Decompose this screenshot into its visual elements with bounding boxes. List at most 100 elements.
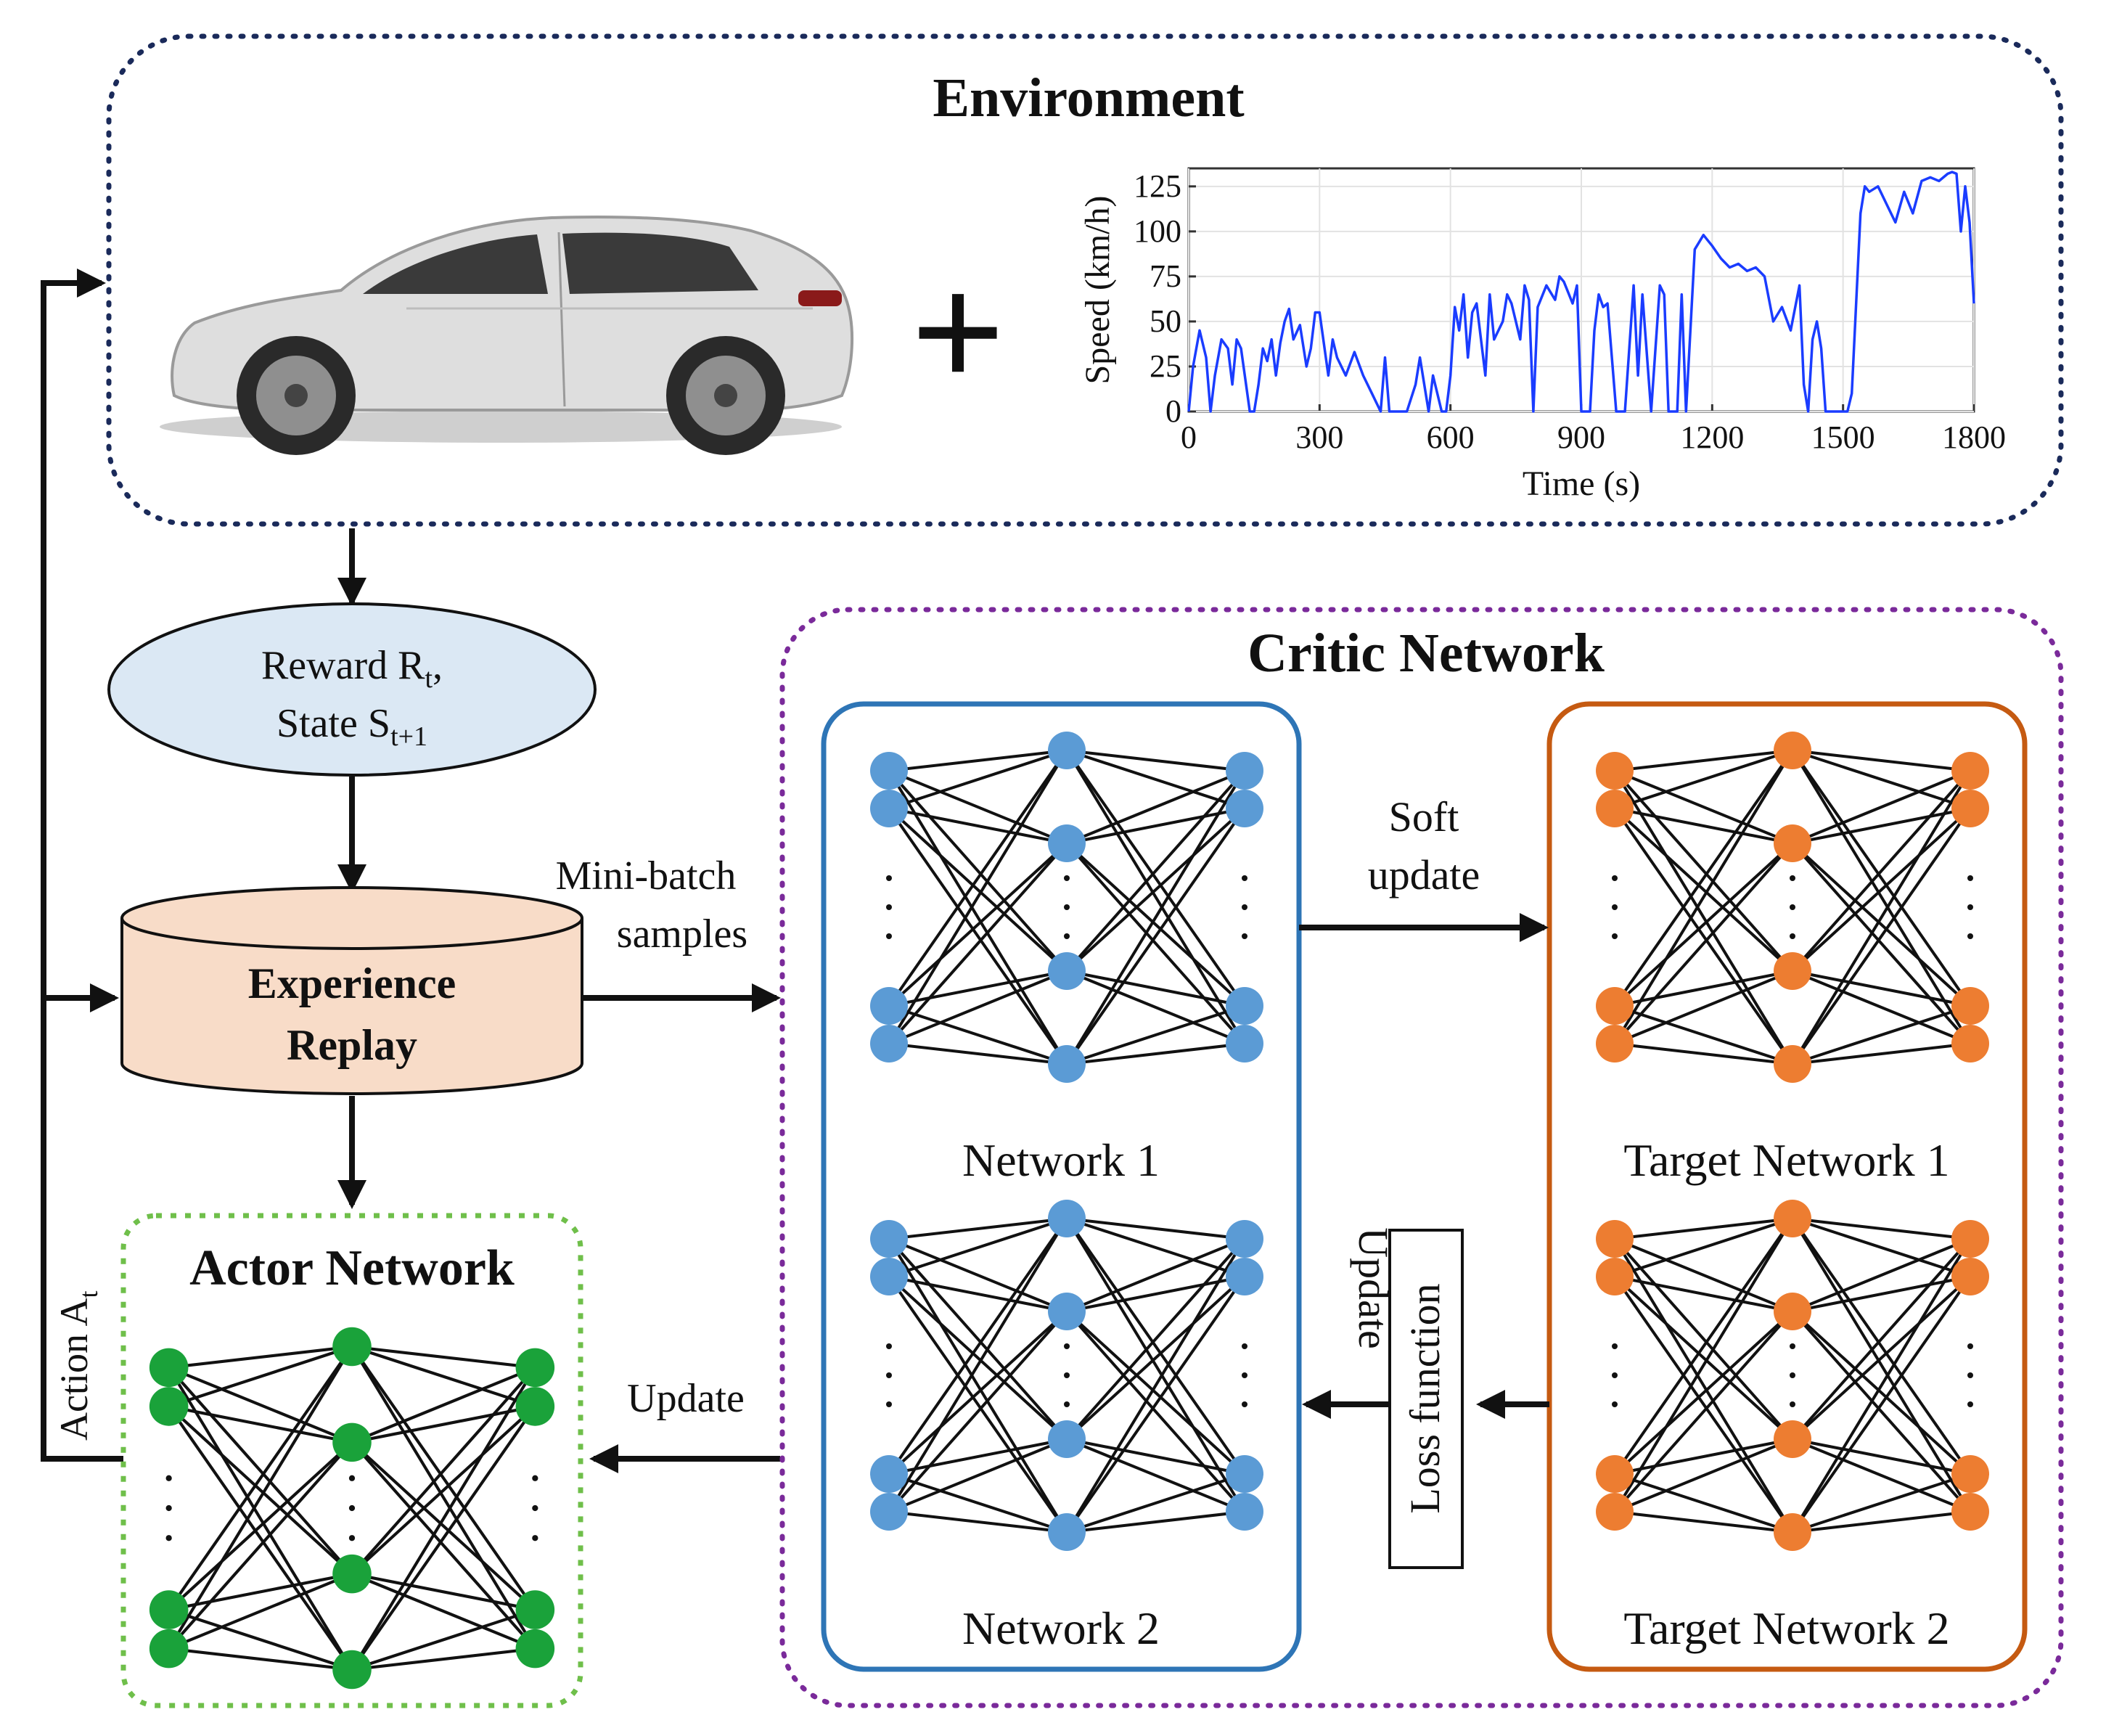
nn-node <box>870 752 908 790</box>
loss-function-box <box>1388 1229 1464 1569</box>
nn-edge <box>168 1405 353 1576</box>
nn-edge <box>168 1345 353 1408</box>
nn-edge <box>888 749 1068 772</box>
nn-node <box>1226 1220 1263 1258</box>
nn-node <box>1951 1025 1989 1063</box>
nn-edge <box>1792 1042 1971 1065</box>
nn-ellipsis-dot <box>1967 1372 1973 1378</box>
nn-edge <box>1065 769 1246 973</box>
nn-edge <box>888 1510 1068 1534</box>
nn-edge <box>168 1345 353 1369</box>
nn-edge <box>1065 842 1246 1045</box>
update-vertical-label: Update <box>1350 1227 1397 1349</box>
nn-edge <box>168 1404 353 1444</box>
nn-ellipsis-dot <box>1967 904 1973 910</box>
nn-edge <box>1791 749 1972 1007</box>
nn-edge <box>1066 1042 1245 1065</box>
nn-ellipsis-dot <box>1242 933 1247 939</box>
nn-ellipsis-dot <box>1967 933 1973 939</box>
nn-edge <box>1065 1217 1246 1513</box>
nn-connections <box>1613 749 1972 1065</box>
y-tick-label: 125 <box>1134 168 1181 204</box>
nn-edge <box>1614 1217 1793 1278</box>
nn-edge <box>1066 970 1245 1007</box>
nn-ellipsis-dot <box>532 1475 538 1481</box>
nn-edge <box>888 1004 1068 1065</box>
network-box <box>821 701 1302 1672</box>
nn-edge <box>1791 769 1972 973</box>
nn-ellipsis-dot <box>348 1504 356 1512</box>
nn-edge <box>1791 1217 1972 1475</box>
nn-node <box>1951 1455 1989 1493</box>
soft-label: Soft <box>1389 793 1459 840</box>
nn-node <box>332 1327 372 1367</box>
nn-edge <box>1792 1217 1971 1278</box>
nn-edge <box>351 1405 537 1671</box>
nn-edge <box>888 1473 1068 1534</box>
nn-edge <box>1066 1004 1245 1065</box>
nn-ellipsis-dot <box>1790 1372 1795 1378</box>
nn-edge <box>888 1438 1068 1513</box>
nn-edge <box>1066 1438 1245 1513</box>
nn-node <box>1226 1455 1263 1493</box>
nn-edge <box>351 1647 536 1671</box>
nn-node <box>149 1629 189 1669</box>
nn-edge <box>1613 1275 1794 1441</box>
nn-edge <box>888 769 1068 973</box>
actor-border <box>120 1213 583 1708</box>
nn-edge <box>888 1438 1068 1475</box>
nn-node <box>870 1025 908 1063</box>
nn-edge <box>888 1237 1068 1441</box>
nn-connections <box>167 1345 537 1671</box>
nn-ellipsis-dot <box>1064 904 1070 910</box>
nn-edge <box>1613 749 1794 1045</box>
nn-edge <box>1613 1237 1794 1534</box>
update-actor-label: Update <box>627 1376 745 1421</box>
y-axis-label: Speed (km/h) <box>1078 196 1117 385</box>
y-tick-label: 0 <box>1165 393 1181 429</box>
nn-node <box>870 1455 908 1493</box>
nn-edge <box>1792 749 1971 772</box>
x-tick-label: 300 <box>1295 419 1343 455</box>
nn-ellipsis-dot <box>1967 1401 1973 1407</box>
nn-edge <box>1065 749 1246 1007</box>
state-label: State St+1 <box>276 701 427 752</box>
nn-edge <box>1792 1004 1971 1065</box>
nn-edge <box>888 1217 1068 1475</box>
nn-edge <box>167 1405 353 1671</box>
nn-edge <box>1613 1237 1794 1441</box>
nn-edge <box>1613 842 1794 1045</box>
nn-edge <box>1791 1237 1972 1441</box>
nn-node <box>149 1348 189 1388</box>
nn-ellipsis-dot <box>1612 875 1618 881</box>
nn-node <box>870 1220 908 1258</box>
nn-edge <box>1613 769 1794 1065</box>
nn-edge <box>1613 769 1794 973</box>
nn-node <box>332 1422 372 1462</box>
nn-node <box>1774 824 1811 862</box>
nn-edge <box>1792 1510 1971 1534</box>
nn-edge <box>168 1366 353 1576</box>
nn-edge <box>1792 1473 1971 1534</box>
replay-label-line1: Experience <box>248 959 456 1007</box>
nn-ellipsis-dot <box>886 933 892 939</box>
nn-edge <box>1613 1217 1794 1513</box>
speed-series-line <box>1187 171 1975 413</box>
nn-edge <box>1792 807 1971 845</box>
nn-node <box>1596 1455 1634 1493</box>
nn-node <box>1951 752 1989 790</box>
x-tick-label: 600 <box>1427 419 1475 455</box>
target-network-2-label: Target Network 2 <box>1623 1602 1949 1654</box>
nn-node <box>515 1590 555 1629</box>
nn-edge <box>1613 842 1794 1007</box>
samples-label: samples <box>617 912 747 957</box>
nn-edge <box>1613 1310 1794 1475</box>
network-2-label: Network 2 <box>962 1602 1160 1654</box>
replay-label-line2: Replay <box>287 1021 417 1069</box>
nn-edge <box>1791 842 1972 1007</box>
nn-edge <box>888 1217 1068 1513</box>
nn-edge <box>1065 1275 1246 1534</box>
nn-ellipsis-dot <box>1967 1343 1973 1349</box>
nn-edge <box>888 970 1068 1007</box>
